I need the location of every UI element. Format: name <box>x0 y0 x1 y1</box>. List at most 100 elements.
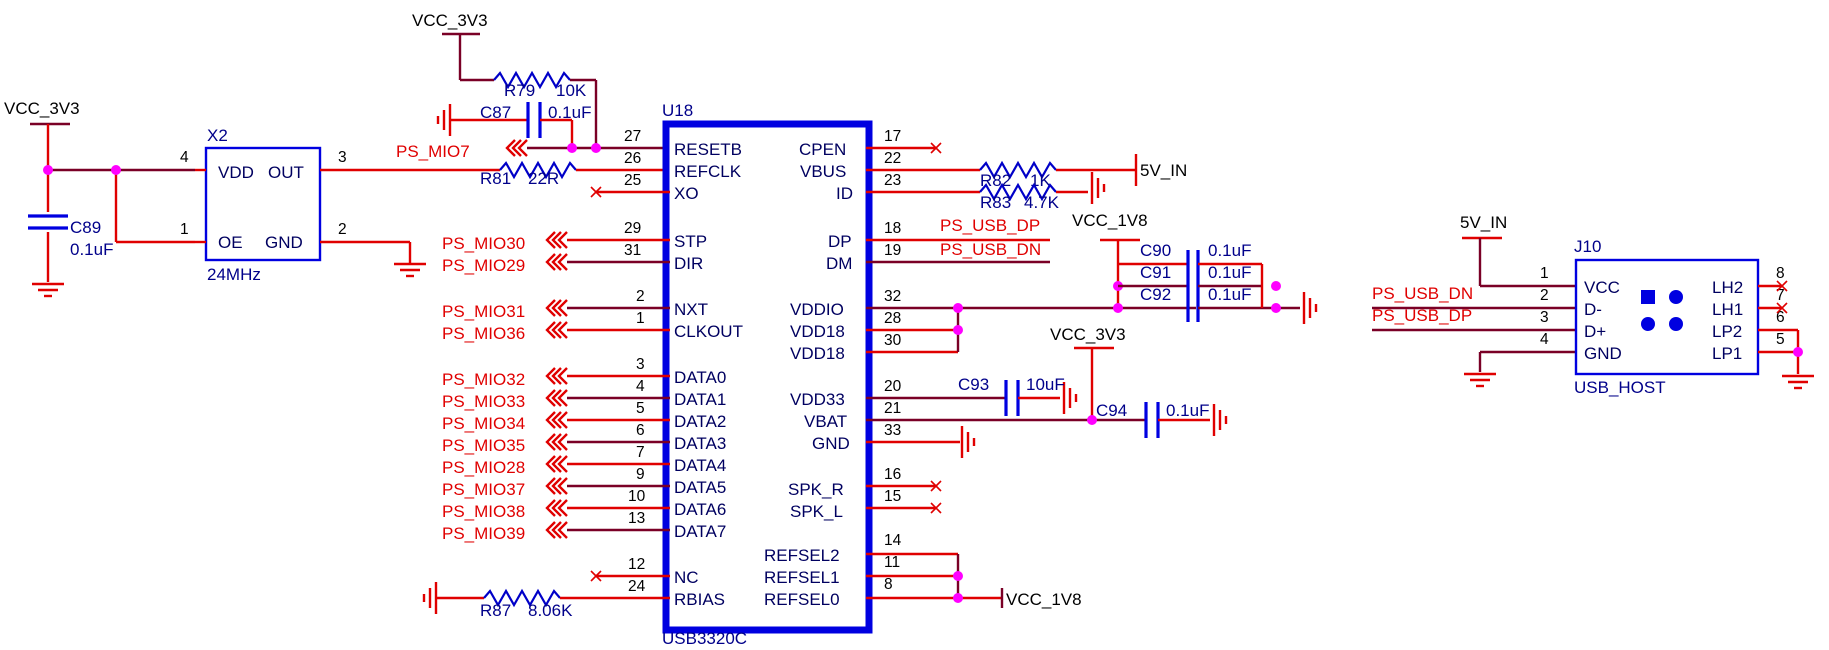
x2-gnd-pin: GND <box>265 233 303 252</box>
c93-ref: C93 <box>958 375 989 394</box>
c90-value: 0.1uF <box>1208 241 1251 260</box>
u18-pin-data0: DATA0 <box>674 368 726 387</box>
u18-pin-refsel0: REFSEL0 <box>764 590 840 609</box>
r81-ref: R81 <box>480 169 511 188</box>
u18-pin-clkout: CLKOUT <box>674 322 743 341</box>
x2-ref: X2 <box>207 126 228 145</box>
j10-pin-num: 2 <box>1540 287 1549 304</box>
net-ps-usb-dp-conn: PS_USB_DP <box>1372 306 1472 325</box>
net-ps-mio39: PS_MIO39 <box>442 524 525 543</box>
u18-pin-vdd18-a: VDD18 <box>790 322 845 341</box>
j10-pin-num: 6 <box>1776 309 1785 326</box>
u18-pin-num: 21 <box>884 400 901 417</box>
j10-round-pad <box>1669 317 1683 331</box>
v5in-conn-label: 5V_IN <box>1460 213 1507 232</box>
u18-pin-num: 9 <box>636 466 645 483</box>
j10-pin-num: 8 <box>1776 265 1785 282</box>
u18-pin-refsel2: REFSEL2 <box>764 546 840 565</box>
j10-body <box>1574 258 1760 376</box>
r87-symbol <box>483 588 561 608</box>
r79-symbol <box>493 70 571 90</box>
r82-symbol <box>979 160 1057 180</box>
u18-pin-nc: NC <box>674 568 699 587</box>
u18-pin-num: 20 <box>884 378 902 395</box>
u18-pin-data2: DATA2 <box>674 412 726 431</box>
u18-pin-vddio: VDDIO <box>790 300 844 319</box>
u18-pin-num: 24 <box>628 578 646 595</box>
j10-round-pad <box>1669 290 1683 304</box>
c92-value: 0.1uF <box>1208 285 1251 304</box>
vcc3v3-top-label: VCC_3V3 <box>412 11 488 30</box>
junction <box>43 165 53 175</box>
net-ps-mio34: PS_MIO34 <box>442 414 525 433</box>
u18-pin-num: 18 <box>884 220 901 237</box>
crystal-section: VCC_3V3 C89 0.1uF 4 1 X2 24MHz VDD OUT O… <box>4 99 480 298</box>
j10-ref: J10 <box>1574 237 1601 256</box>
junction <box>1271 281 1281 291</box>
u18-pin-gnd: GND <box>812 434 850 453</box>
net-ps-mio36: PS_MIO36 <box>442 324 525 343</box>
j10-pin-num: 4 <box>1540 331 1549 348</box>
u18-pin-num: 10 <box>628 488 646 505</box>
u18-pin-num: 28 <box>884 310 901 327</box>
u18-pin-vbat: VBAT <box>804 412 847 431</box>
junction <box>953 303 963 313</box>
net-ps-usb-dn: PS_USB_DN <box>940 240 1041 259</box>
j10-pin-num: 7 <box>1776 287 1785 304</box>
r79-value: 10K <box>556 81 587 100</box>
vcc3v3-mid-label: VCC_3V3 <box>1050 325 1126 344</box>
junction <box>953 571 963 581</box>
net-ps-mio35: PS_MIO35 <box>442 436 525 455</box>
junction <box>1793 347 1803 357</box>
c90-ref: C90 <box>1140 241 1171 260</box>
u18-pin-num: 33 <box>884 422 901 439</box>
x2-pin3-num: 3 <box>338 149 347 166</box>
junction <box>1087 415 1097 425</box>
u18-pin-num: 11 <box>884 554 900 571</box>
junction <box>953 593 963 603</box>
r87-ref: R87 <box>480 601 511 620</box>
u18-pin-num: 1 <box>636 310 645 327</box>
u18-pin-id: ID <box>836 184 853 203</box>
u18-pin-dp: DP <box>828 232 852 251</box>
x2-value: 24MHz <box>207 265 261 284</box>
net-ps-mio31: PS_MIO31 <box>442 302 525 321</box>
net-ps-usb-dn-conn: PS_USB_DN <box>1372 284 1473 303</box>
j10-pin-gnd: GND <box>1584 344 1622 363</box>
c94-ref: C94 <box>1096 401 1127 420</box>
u18-pin-spk-r: SPK_R <box>788 480 844 499</box>
x2-vdd-pin: VDD <box>218 163 254 182</box>
u18-pin-num: 15 <box>884 488 901 505</box>
net-ps-mio37: PS_MIO37 <box>442 480 525 499</box>
c91-value: 0.1uF <box>1208 263 1251 282</box>
u18-pin-data3: DATA3 <box>674 434 726 453</box>
u18-pin-num: 26 <box>624 150 641 167</box>
u18-pin-num: 7 <box>636 444 645 461</box>
u18-pin-num: 30 <box>884 332 902 349</box>
u18-pin-num: 22 <box>884 150 901 167</box>
c87-ref: C87 <box>480 103 511 122</box>
junction <box>591 143 601 153</box>
u18-pin-num: 31 <box>624 242 641 259</box>
j10-pin-lp2: LP2 <box>1712 322 1742 341</box>
net-ps-mio38: PS_MIO38 <box>442 502 525 521</box>
j10-pin-lh1: LH1 <box>1712 300 1743 319</box>
vcc1v8-top-label: VCC_1V8 <box>1072 211 1148 230</box>
r81-symbol <box>499 160 577 180</box>
v5in-right-label: 5V_IN <box>1140 161 1187 180</box>
u18-pin-num: 32 <box>884 288 901 305</box>
j10-square-pad <box>1641 290 1655 304</box>
u18-pin-vdd18-b: VDD18 <box>790 344 845 363</box>
u18-pin-num: 13 <box>628 510 645 527</box>
u18-pin-num: 2 <box>636 288 645 305</box>
j10-pin-vcc: VCC <box>1584 278 1620 297</box>
u18-pin-num: 16 <box>884 466 901 483</box>
u18-pin-num: 29 <box>624 220 641 237</box>
u18-pin-num: 6 <box>636 422 645 439</box>
r83-symbol <box>979 182 1057 202</box>
u18-pin-rbias: RBIAS <box>674 590 725 609</box>
u18-pin-vdd33: VDD33 <box>790 390 845 409</box>
u18-pin-num: 17 <box>884 128 901 145</box>
net-ps-mio32: PS_MIO32 <box>442 370 525 389</box>
